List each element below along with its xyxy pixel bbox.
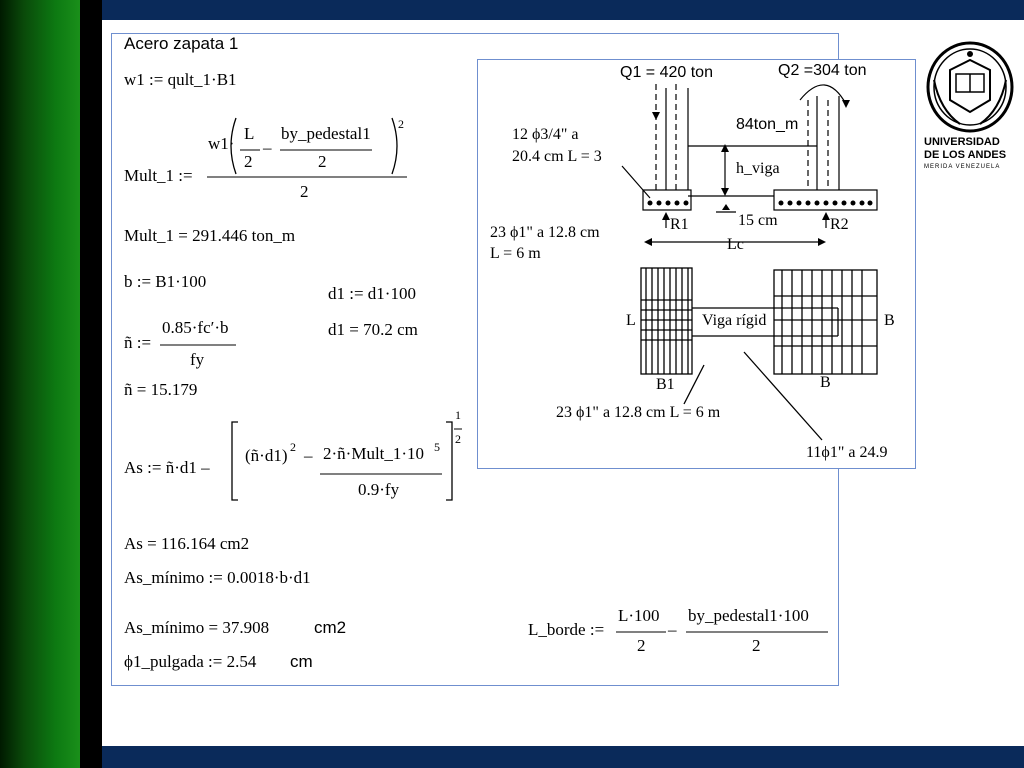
left-black-strip <box>80 0 102 768</box>
eq-mult-den: 2 <box>300 182 309 201</box>
eq-phi-def: ϕ1_pulgada := 2.54 <box>124 652 257 671</box>
eq-mult-by: by_pedestal1 <box>281 124 371 143</box>
eq-asmin-unit: cm2 <box>314 618 347 637</box>
eq-as-num: 2·ñ·Mult_1·10 <box>323 444 425 463</box>
fig-q1: Q1 = 420 ton <box>620 64 713 81</box>
eq-as-inner1-exp: 2 <box>290 440 296 454</box>
logo-line1: UNIVERSIDAD <box>924 136 1000 148</box>
sheet-title: Acero zapata 1 <box>124 34 239 53</box>
eq-mult-lhs: Mult_1 := <box>124 166 193 185</box>
eq-n-value: ñ = 15.179 <box>124 380 198 399</box>
fig-bar11: 11ϕ1" a 24.9 <box>806 444 888 461</box>
fig-viga: Viga rígid <box>702 312 767 330</box>
eq-n-den: fy <box>190 350 205 369</box>
eq-as-num-exp: 5 <box>434 440 440 454</box>
eq-lborde-lhs: L_borde := <box>528 620 605 639</box>
eq-as-lhs: As := ñ·d1 – <box>124 458 210 477</box>
fig-bar12: 12 ϕ3/4" a <box>512 126 579 143</box>
eq-lborde-den1: 2 <box>637 636 646 655</box>
eq-mult-L: L <box>244 124 255 143</box>
bottom-blue-bar <box>102 746 1024 768</box>
eq-w1: w1 := qult_1·B1 <box>124 70 237 89</box>
fig-15cm: 15 cm <box>738 212 778 229</box>
eq-d1-def: d1 := d1·100 <box>328 284 416 303</box>
fig-bar23b: 23 ϕ1" a 12.8 cm L = 6 m <box>556 404 721 421</box>
left-green-bar <box>0 0 80 768</box>
fig-lc: Lc <box>727 236 744 253</box>
fig-bar12b: 20.4 cm L = 3 <box>512 148 602 165</box>
fig-L: L <box>626 312 636 329</box>
eq-lborde-num2: by_pedestal1·100 <box>688 606 809 625</box>
top-blue-bar <box>102 0 1024 20</box>
fig-r2: R2 <box>830 216 849 233</box>
fig-l6: L = 6 m <box>490 245 541 262</box>
university-logo: UNIVERSIDAD DE LOS ANDES MERIDA VENEZUEL… <box>920 40 1020 180</box>
fig-r1: R1 <box>670 216 689 233</box>
fig-b1: B1 <box>656 376 675 393</box>
eq-as-den: 0.9·fy <box>358 480 400 499</box>
eq-b-def: b := B1·100 <box>124 272 207 291</box>
fig-hviga: h_viga <box>736 160 780 177</box>
eq-asmin-def: As_mínimo := 0.0018·b·d1 <box>124 568 311 587</box>
logo-line3: MERIDA VENEZUELA <box>924 164 1001 170</box>
eq-mult-2b: 2 <box>318 152 327 171</box>
eq-mult-2a: 2 <box>244 152 253 171</box>
eq-as-minus: – <box>304 446 313 465</box>
eq-phi-unit: cm <box>290 652 313 671</box>
eq-as-half-n: 1 <box>455 408 461 422</box>
logo-line2: DE LOS ANDES <box>924 149 1007 161</box>
eq-mult-value: Mult_1 = 291.446 ton_m <box>124 226 296 245</box>
eq-d1-value: d1 = 70.2 cm <box>328 320 418 339</box>
eq-lborde-minus: – <box>668 620 677 639</box>
fig-B: B <box>884 312 895 329</box>
university-seal-icon <box>926 41 1014 133</box>
eq-mult-exp: 2 <box>398 117 404 131</box>
footing-diagram <box>477 59 916 469</box>
eq-as-inner1: (ñ·d1) <box>245 446 288 465</box>
eq-mult-w1: w1· <box>208 134 235 153</box>
eq-n-lhs: ñ := <box>124 333 152 352</box>
eq-n-num: 0.85·fc′·b <box>162 318 229 337</box>
eq-as-value: As = 116.164 cm2 <box>124 534 250 553</box>
fig-moment: 84ton_m <box>736 116 799 133</box>
fig-q2: Q2 =304 ton <box>778 62 867 79</box>
eq-mult-minus: – <box>263 138 272 157</box>
fig-bar23: 23 ϕ1" a 12.8 cm <box>490 224 600 241</box>
eq-as-half-d: 2 <box>455 432 461 446</box>
fig-B-bottom: B <box>820 374 831 391</box>
eq-lborde-den2: 2 <box>752 636 761 655</box>
eq-asmin-value: As_mínimo = 37.908 <box>124 618 270 637</box>
eq-lborde-num1: L·100 <box>618 606 660 625</box>
